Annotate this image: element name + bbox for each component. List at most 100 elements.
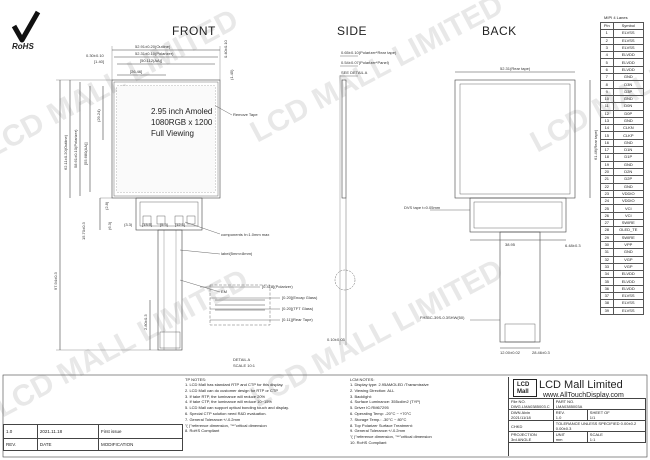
tp-notes: TP NOTES: 1. LCD Mall has standard RTP a… — [185, 378, 335, 434]
pin-number: 5 — [600, 58, 614, 67]
dwn-cell: DWN Alvin 2021/11/18 — [508, 409, 554, 421]
tol2: 0.00±0.3 — [555, 426, 572, 431]
side-header: SIDE — [337, 24, 368, 38]
pin-symbol: ELVDD — [612, 277, 645, 286]
pin-symbol: CLKN — [612, 124, 645, 133]
pin-symbol: ELVDD — [612, 284, 645, 294]
pin-symbol: ELVDD — [612, 58, 645, 67]
dim-tail-height: 2.80±0.3 — [143, 314, 148, 330]
scale-val: 1:1 — [589, 437, 596, 442]
sheet-val: 1/1 — [589, 415, 596, 420]
pin-number: 31 — [600, 248, 614, 257]
note-line: 5. Driver IC:RM67295 — [350, 405, 389, 411]
dwn-name: Alvin — [521, 410, 531, 415]
lcm-notes-title: LCM NOTES: — [350, 377, 375, 382]
note-line: 9. General Tolerance:+/-0.2mm — [350, 428, 406, 434]
pin-number: 20 — [600, 167, 614, 177]
rev-header: REV. — [3, 438, 38, 451]
dim-aa-width: [50.112(AA)] — [140, 58, 163, 63]
rev-val: 1.0 — [555, 415, 562, 420]
note-line: 7. General Tolerance:+/-0.2mm — [185, 416, 241, 422]
pin-symbol: SWIRE — [612, 218, 645, 228]
pin-symbol: GND — [612, 73, 645, 82]
pin-symbol: D3N — [612, 80, 645, 89]
unit-val: mm — [555, 437, 563, 442]
chkd-cell: CHKD — [508, 420, 554, 432]
pin-symbol: ELVSS — [612, 43, 645, 53]
note-line: 7. Storage Temp.: -30°C ~ 80°C — [350, 416, 407, 422]
dim-c1: (3.3) — [124, 222, 133, 227]
rev-modification: First issue — [97, 424, 184, 439]
back-dim-f1: 12.00±0.02 — [500, 350, 520, 355]
pin-symbol: D1P — [612, 153, 645, 162]
dim-half-width: [26.46] — [130, 69, 143, 74]
sheet-label: SHEET OF — [589, 410, 610, 415]
pin-number: 21 — [600, 175, 614, 184]
company-name: LCD Mall Limited — [539, 379, 623, 391]
note-line: 4. Surface Luminance: 355cd/m2 (TYP) — [350, 399, 421, 405]
dim-side: (2.8) — [104, 201, 109, 210]
pin-symbol: GND — [612, 248, 645, 257]
note-line: 1. LCD Mall has standard RTP and CTP for… — [185, 382, 284, 387]
note-line: 5. LCD Mall can support optical bonding … — [185, 405, 289, 411]
part-no-label: PART NO. — [555, 399, 575, 404]
callout-remove-tape: Remove Tape — [233, 112, 258, 117]
tolerance-label: TOLERANCE UNLESS SPECIFIED — [555, 421, 620, 426]
pin-number: 38 — [600, 299, 614, 308]
pin-symbol: ELVDD — [612, 270, 645, 279]
pin-number: 1 — [600, 29, 614, 38]
dim-c4: [12.6] — [175, 222, 186, 227]
date-header: DATE — [36, 438, 99, 451]
callout-fpc-thickness: 0.10±0.03 — [327, 337, 345, 342]
detail-a-label: DETAIL A — [233, 357, 251, 362]
back-dim-rear-tape-h: 61.46(Rear tape) — [593, 129, 598, 160]
pin-number: 10 — [600, 94, 614, 104]
note-line: "( )"reference dimension, "**"critical d… — [350, 434, 432, 440]
pin-symbol: VDDIO — [612, 197, 645, 206]
file-no-value: DWG.LMA0385003.C — [511, 404, 550, 409]
pin-number: 4 — [600, 51, 614, 60]
note-line: 6. Special CTP solution need R&D evaluat… — [185, 410, 267, 416]
pin-number: 27 — [600, 218, 614, 228]
callout-tft-glass: [0.20](TFT Glass) — [282, 306, 314, 311]
note-line: 3. Backlight: — [350, 393, 372, 399]
logo-bottom-text: Mall — [517, 389, 529, 395]
pin-symbol: ELVSS — [612, 306, 645, 315]
pin-number: 26 — [600, 211, 614, 221]
part-no-cell: PART NO.LMA0385003A — [552, 398, 647, 410]
pin-symbol: ELVDD — [612, 65, 645, 75]
pin-symbol: ELVSS — [612, 299, 645, 308]
dwn-label: DWN — [511, 410, 521, 415]
pin-symbol: D1N — [612, 146, 645, 155]
pin-number: 12 — [600, 109, 614, 118]
pin-symbol: D2P — [612, 175, 645, 184]
pin-number: 6 — [600, 65, 614, 75]
pin-number: 32 — [600, 255, 614, 264]
chkd-label: CHKD — [511, 423, 523, 429]
pin-symbol: VDDIO — [612, 189, 645, 199]
pin-number: 33 — [600, 262, 614, 272]
note-line: 3. If take RTP, the luminance will reduc… — [185, 393, 266, 399]
pin-symbol: GND — [612, 94, 645, 104]
tp-notes-title: TP NOTES: — [185, 377, 207, 382]
dim-polarizer-height: 58.61±0.10(Polarizer) — [73, 129, 78, 168]
back-dim-w1: 38.95 — [505, 242, 516, 247]
pin-number: 24 — [600, 197, 614, 206]
callout-components: components h<1.0mm max — [221, 232, 270, 237]
